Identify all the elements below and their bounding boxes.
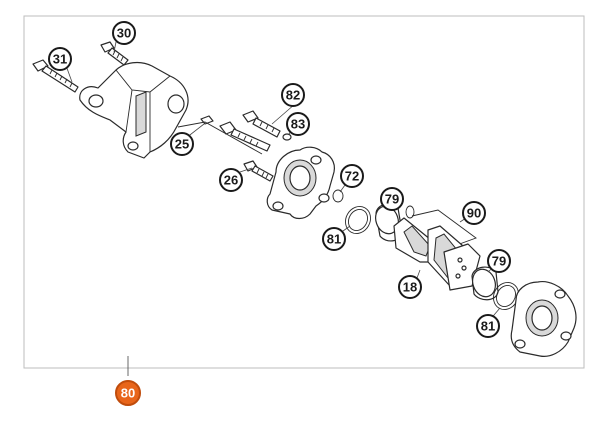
svg-text:90: 90 bbox=[467, 206, 481, 221]
callout-26[interactable]: 26 bbox=[219, 168, 243, 192]
svg-text:80: 80 bbox=[121, 386, 135, 401]
guide-pin[interactable] bbox=[243, 160, 274, 182]
svg-text:72: 72 bbox=[345, 169, 359, 184]
callout-79-right[interactable]: 79 bbox=[487, 249, 511, 273]
svg-text:31: 31 bbox=[53, 52, 67, 67]
svg-text:79: 79 bbox=[385, 192, 399, 207]
callout-81-right[interactable]: 81 bbox=[476, 314, 500, 338]
piston-right[interactable] bbox=[469, 266, 499, 301]
callout-81-left[interactable]: 81 bbox=[322, 227, 346, 251]
caliper-bracket[interactable] bbox=[79, 61, 189, 159]
svg-text:79: 79 bbox=[492, 254, 506, 269]
svg-text:83: 83 bbox=[291, 117, 305, 132]
callout-31[interactable]: 31 bbox=[48, 47, 72, 71]
caliper-inner-half[interactable] bbox=[266, 146, 335, 220]
callout-25[interactable]: 25 bbox=[170, 132, 194, 156]
bleed-cap[interactable] bbox=[282, 133, 292, 141]
brake-pad-set[interactable] bbox=[393, 205, 481, 291]
svg-text:25: 25 bbox=[175, 137, 189, 152]
callout-90[interactable]: 90 bbox=[462, 201, 486, 225]
o-ring-small[interactable] bbox=[332, 189, 344, 203]
svg-text:81: 81 bbox=[327, 232, 341, 247]
slide-pin[interactable] bbox=[177, 115, 271, 155]
svg-text:30: 30 bbox=[117, 26, 131, 41]
seal-ring-left[interactable] bbox=[341, 202, 376, 238]
callout-80-highlighted[interactable]: 80 bbox=[115, 380, 141, 406]
svg-text:82: 82 bbox=[286, 88, 300, 103]
svg-text:18: 18 bbox=[403, 280, 417, 295]
callout-83[interactable]: 83 bbox=[286, 112, 310, 136]
svg-text:26: 26 bbox=[224, 173, 238, 188]
diagram-frame bbox=[23, 15, 585, 369]
callout-79-left[interactable]: 79 bbox=[380, 187, 404, 211]
caliper-outer-half[interactable] bbox=[510, 281, 577, 357]
short-bolt[interactable] bbox=[100, 41, 129, 66]
svg-text:81: 81 bbox=[481, 319, 495, 334]
callout-30[interactable]: 30 bbox=[112, 21, 136, 45]
long-bolt[interactable] bbox=[32, 59, 79, 93]
callout-72[interactable]: 72 bbox=[340, 164, 364, 188]
callout-82[interactable]: 82 bbox=[281, 83, 305, 107]
callout-18[interactable]: 18 bbox=[398, 275, 422, 299]
caliper-bolt[interactable] bbox=[242, 110, 281, 138]
